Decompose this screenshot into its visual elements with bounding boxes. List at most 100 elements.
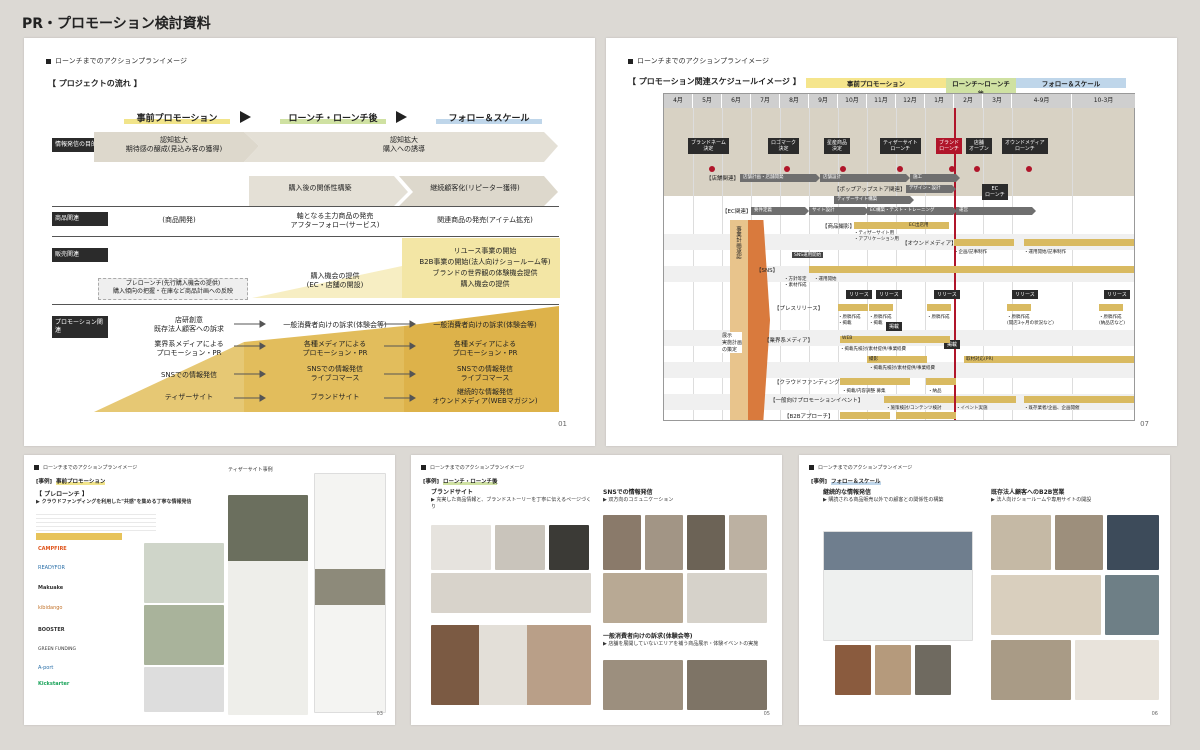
milestone-owned-media: オウンドメディア ローンチ (1002, 138, 1048, 154)
page-number: 03 (376, 711, 383, 717)
note-press-5: ・原稿作成 (納品店など) (1099, 315, 1126, 326)
promo-3-pre: SNSでの情報発信 (160, 371, 218, 379)
product-launch: 軸となる主力商品の発売 アフターフォロー(サービス) (290, 212, 380, 230)
group-popup: 【ポップアップストア関連】 (834, 187, 906, 193)
note-cf-2: ・募集 (872, 389, 886, 394)
note-media-1: ・掲載先検討/素材提供/事業経費 (840, 347, 907, 352)
note-photo: ・ティザーサイト用 ・アプリケーション用 (854, 231, 899, 242)
case-item: ▶ クラウドファンディングを利用した"共感"を集める丁寧な情報発信 (36, 499, 192, 505)
case-tag: [事例] (36, 479, 53, 485)
sales-launch: 購入機会の提供 (EC・店舗の開設) (306, 272, 364, 290)
promo-flow-arrows (234, 320, 416, 402)
purpose-pre: 認知拡大 期待感の醸成(見込み客の獲得) (125, 136, 223, 154)
group-sns: 【SNS】 (756, 268, 779, 274)
product-follow: 関連商品の発売(アイテム拡充) (437, 216, 533, 224)
teaser-label: ティザーサイト事例 (228, 467, 273, 473)
divider (52, 236, 559, 237)
col-event-sub: ▶ 店舗を展開していないエリアを補う商品展示・体験イベントの実施 (603, 641, 759, 647)
listing-badge: 掲載 (886, 322, 903, 331)
prelaunch-box (98, 278, 248, 300)
platform-green-funding: GREEN FUNDING (38, 647, 76, 652)
slide-header: ローンチまでのアクションプランイメージ (628, 56, 769, 66)
slide-project-flow[interactable]: ローンチまでのアクションプランイメージ 【 プロジェクトの流れ 】 事前プロモー… (24, 38, 595, 446)
note-owned-1: ・企画/記事制作 (954, 250, 988, 255)
row-label-sales: 販売関連 (52, 248, 108, 262)
milestone-teaser: ティザーサイト ローンチ (880, 138, 921, 154)
release-badge: リリース (1104, 290, 1130, 299)
promo-3-launch: SNSでの情報発信 ライブコマース (306, 365, 364, 383)
sales-follow: リユース事業の開始 B2B事業の開始(法人向けショールーム等) ブランドの世界観… (419, 247, 551, 288)
phase-follow-scale: フォロー＆スケール (436, 111, 542, 124)
month-header: 9月 (809, 94, 838, 108)
month-header: 1月 (925, 94, 954, 108)
month-header: 6月 (722, 94, 751, 108)
sales-shape (252, 238, 560, 298)
section-title: 【 プロモーション関連スケジュールイメージ 】 (628, 77, 801, 86)
platform-booster: BOOSTER (38, 627, 65, 633)
slide-case-pre[interactable]: ローンチまでのアクションプランイメージ [事例] 事前プロモーション 【 プレロ… (24, 455, 395, 725)
phase-follow: フォロー＆スケール (1016, 78, 1126, 88)
product-pre: (商品開発) (162, 216, 196, 224)
note-press-2: ・原稿作成 ・掲載 (869, 315, 892, 326)
slide-case-follow[interactable]: ローンチまでのアクションプランイメージ [事例] フォロー＆スケール 継続的な情… (799, 455, 1170, 725)
note-pr: 取材対応(PR) (966, 357, 994, 362)
bar-popup-design: デザイン・設計 (906, 185, 956, 193)
promo-shape (94, 306, 559, 412)
row-label-product: 商品関連 (52, 212, 108, 226)
note-sns-2: ・運用開始 (814, 277, 837, 282)
month-header: 4-9月 (1012, 94, 1072, 108)
case-sub: 【 プレローンチ 】 (36, 491, 88, 498)
bar-teaser-build: ティザーサイト構築 (834, 196, 914, 204)
release-badge: リリース (846, 290, 872, 299)
promo-1-pre: 店研創意 既存法人顧客への訴求 (154, 316, 224, 334)
note-event-1: ・施策検討/コンテンツ検討 (886, 406, 942, 411)
slide-header: ローンチまでのアクションプランイメージ (46, 56, 187, 66)
col-sns-sub: ▶ 双方向のコミュニケーション (603, 497, 674, 503)
case-tag: [事例] (423, 479, 440, 485)
col-b2b-sub: ▶ 法人向けショールームや専用サイトの開設 (991, 497, 1092, 503)
platform-kibidango: kibidango (38, 605, 63, 611)
col-info-sub: ▶ 購読される商品販売以外での顧客との関係性の構築 (823, 497, 944, 503)
note-owned-2: ・運用開始/記事制作 (1024, 250, 1067, 255)
month-header: 10月 (838, 94, 867, 108)
phase-pre: 事前プロモーション (806, 78, 946, 88)
note-ec: EC出店用 (909, 223, 929, 228)
month-header: 7月 (751, 94, 780, 108)
note-press-4: ・原稿作成 (開店3ヶ月の状況など) (1007, 315, 1054, 326)
case-screenshot (144, 667, 224, 712)
promo-2-pre: 業界系メディアによる プロモーション・PR (154, 340, 224, 358)
bar-ec-operation: 運営 (956, 207, 1036, 215)
group-owned: 【オウンドメディア】 (902, 241, 957, 247)
promo-4-launch: ブランドサイト (310, 393, 360, 401)
slide-schedule[interactable]: ローンチまでのアクションプランイメージ 【 プロモーション関連スケジュールイメー… (606, 38, 1177, 446)
promo-2-follow: 各種メディアによる プロモーション・PR (452, 340, 518, 358)
purpose-repeat: 継続顧客化(リピーター獲得) (430, 184, 520, 192)
section-title: 【 プロジェクトの流れ 】 (48, 79, 142, 88)
group-photo: 【商品撮影】 (822, 224, 856, 230)
note-cf-3: ・納品 (928, 389, 942, 394)
release-badge: リリース (934, 290, 960, 299)
month-header: 10-3月 (1072, 94, 1136, 108)
bar-store-plan: 店舗計画・店舗開発 (740, 174, 820, 182)
promo-4-follow: 継続的な情報発信 オウンドメディア(WEBマガジン) (432, 388, 538, 406)
promo-2-launch: 各種メディアによる プロモーション・PR (302, 340, 368, 358)
promo-1-follow: 一般消費者向けの訴求(体験会等) (433, 321, 537, 329)
launch-line (954, 108, 956, 420)
teaser-screenshot (228, 495, 308, 715)
platform-campfire: CAMPFIRE (38, 546, 67, 552)
purpose-relation: 購入後の関係性構築 (288, 184, 352, 192)
group-press: 【プレスリリース】 (774, 306, 824, 312)
milestone-brand-name: ブランドネーム 決定 (688, 138, 729, 154)
slide-header: ローンチまでのアクションプランイメージ (421, 464, 524, 471)
note-event-2: ・イベント実施 (956, 406, 988, 411)
promo-1-launch: 一般消費者向けの訴求(体験会等) (283, 321, 387, 329)
col-info: 継続的な情報発信 (823, 489, 872, 496)
page-number: 05 (763, 711, 770, 717)
month-header: 4月 (664, 94, 693, 108)
col-b2b: 既存法人顧客へのB2B営業 (991, 489, 1065, 496)
platform-aport: A-port (38, 665, 54, 671)
teaser-screenshot (314, 473, 386, 713)
slide-case-launch[interactable]: ローンチまでのアクションプランイメージ [事例] ローンチ・ローンチ後 ブランド… (411, 455, 782, 725)
side-approval-label: 事業計画承認 (735, 226, 741, 259)
bar-ec-build: EC構築・テスト・トレーニング (867, 207, 957, 215)
